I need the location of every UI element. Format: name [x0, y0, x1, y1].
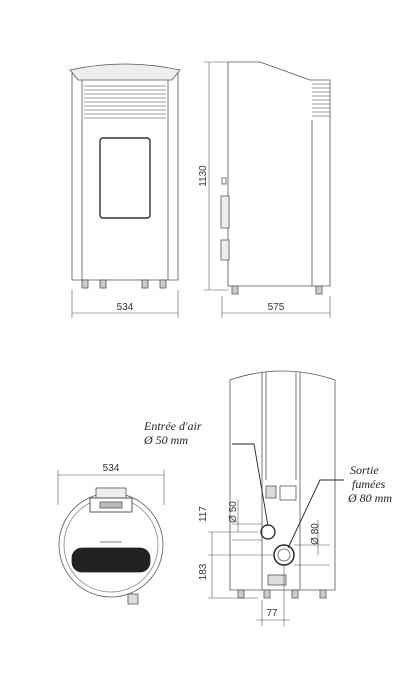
rear-horizontal-dimension — [256, 565, 290, 626]
offset-117-label: 117 — [198, 506, 209, 522]
air-inlet-leader — [232, 443, 269, 527]
front-width-dimension — [71, 290, 179, 318]
top-grille — [71, 547, 151, 573]
smoke-outlet-leader — [287, 479, 344, 549]
diameter-50-label: Ø 50 — [228, 501, 239, 523]
air-inlet-port — [260, 524, 276, 540]
top-width-label: 534 — [103, 463, 120, 474]
door-window — [99, 137, 151, 219]
front-width-label: 534 — [117, 302, 134, 313]
top-width-dimension — [57, 470, 165, 505]
side-depth-label: 575 — [268, 302, 285, 313]
front-view — [69, 63, 181, 289]
smoke-outlet-label-line3: Ø 80 mm — [347, 491, 392, 505]
rear-vertical-dimensions — [208, 500, 330, 599]
smoke-outlet-port — [273, 544, 295, 566]
air-inlet-label-line2: Ø 50 mm — [143, 433, 188, 447]
rear-view — [229, 370, 336, 599]
side-depth-dimension — [221, 296, 331, 318]
front-grille — [84, 85, 166, 119]
offset-183-label: 183 — [198, 563, 209, 580]
horizontal-77-label: 77 — [266, 608, 278, 619]
air-inlet-label-line1: Entrée d'air — [143, 419, 202, 433]
top-view — [58, 487, 164, 605]
side-view — [220, 61, 331, 295]
height-label: 1130 — [198, 165, 209, 187]
smoke-outlet-label-line2: fumées — [352, 477, 386, 491]
height-dimension — [204, 61, 228, 291]
diameter-80-label: Ø 80 — [310, 523, 321, 545]
smoke-outlet-label-line1: Sortie — [350, 463, 379, 477]
